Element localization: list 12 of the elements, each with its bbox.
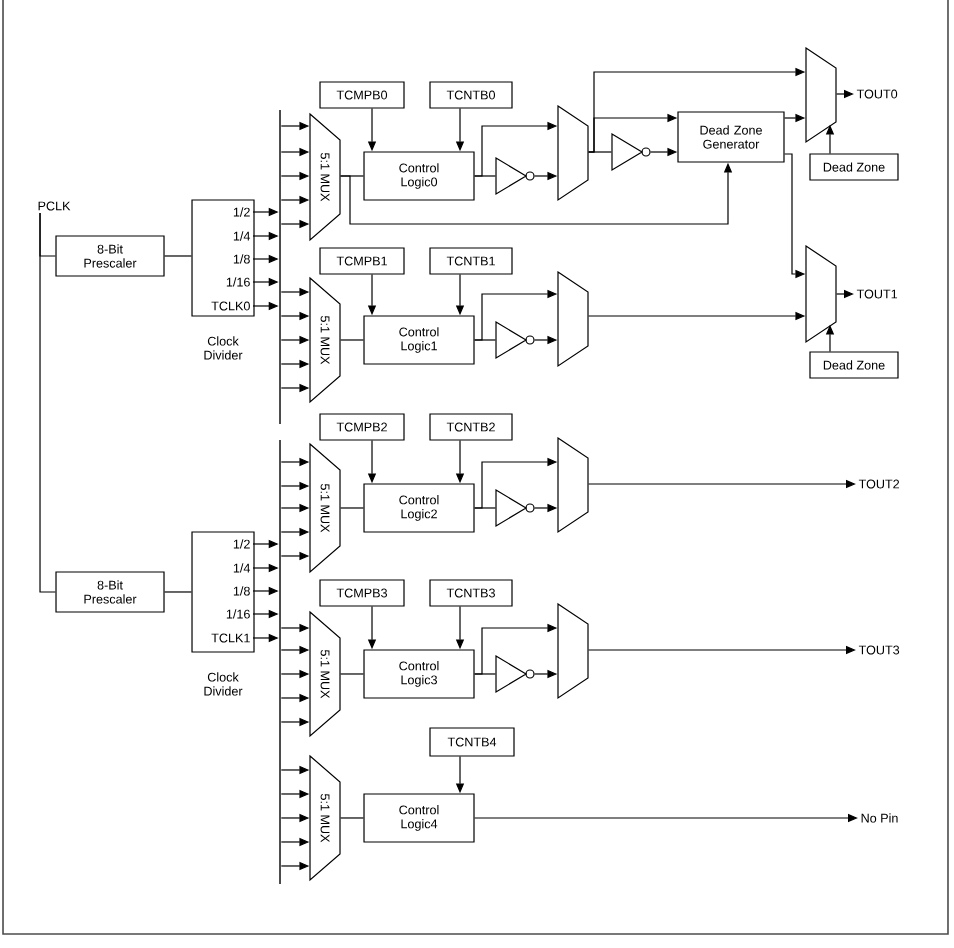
connector-line [164, 255, 192, 257]
connector-line [340, 339, 364, 341]
connector-line [340, 817, 364, 819]
connector-line [340, 673, 364, 675]
connector-line [474, 175, 496, 177]
connector-line [164, 591, 192, 593]
connector-line [340, 507, 364, 509]
connector-line [474, 339, 496, 341]
connector-line [588, 151, 612, 153]
connector-line [474, 673, 496, 675]
connector-line [474, 507, 496, 509]
connector-line [39, 212, 56, 593]
